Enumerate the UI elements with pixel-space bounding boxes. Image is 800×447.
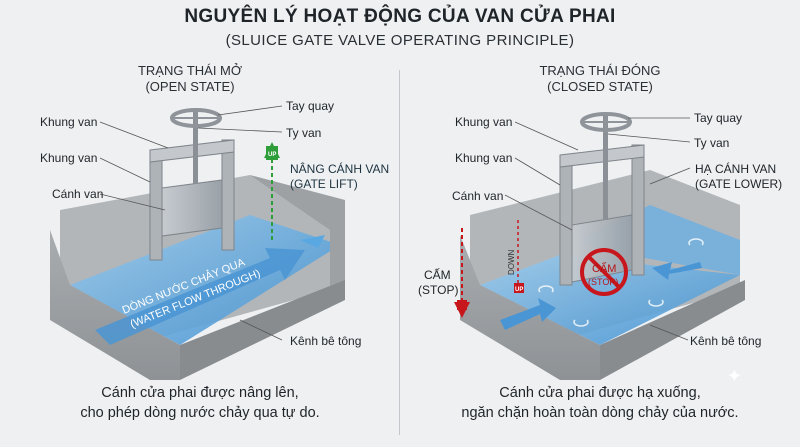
closed-label-stop-vi: CẤM xyxy=(424,268,451,282)
panel-divider xyxy=(399,70,400,435)
open-flow-arrow xyxy=(95,235,325,345)
closed-label-handwheel: Tay quay xyxy=(694,111,743,125)
stop-small-tag xyxy=(457,300,467,310)
down-small-tag xyxy=(514,283,524,293)
closed-state-heading: TRẠNG THÁI ĐÓNG (CLOSED STATE) xyxy=(515,63,685,95)
stop-sign xyxy=(580,248,628,296)
closed-flow-arrow-right xyxy=(652,262,702,280)
closed-caption-line1: Cánh cửa phai được hạ xuống, xyxy=(499,385,701,401)
open-leader-lines xyxy=(99,105,283,341)
lift-up-tag xyxy=(266,146,278,160)
closed-label-channel: Kênh bê tông xyxy=(690,334,762,348)
closed-label-frame-mid: Khung van xyxy=(455,151,513,165)
open-heading-vi: TRẠNG THÁI MỞ xyxy=(137,63,243,78)
open-heading-en: (OPEN STATE) xyxy=(145,79,235,94)
closed-flow-arrow-left xyxy=(500,298,556,330)
closed-label-lower-vi: HẠ CÁNH VAN xyxy=(695,162,777,176)
open-label-gate: Cánh van xyxy=(52,187,104,201)
open-label-handwheel: Tay quay xyxy=(286,99,335,113)
closed-label-gate: Cánh van xyxy=(452,189,504,203)
page-title: NGUYÊN LÝ HOẠT ĐỘNG CỦA VAN CỬA PHAI xyxy=(184,6,616,27)
open-label-frame-mid: Khung van xyxy=(40,151,98,165)
open-label-lift-en: (GATE LIFT) xyxy=(290,177,358,191)
open-label-channel: Kênh bê tông xyxy=(290,334,362,348)
open-gate-frame xyxy=(149,108,235,261)
closed-label-lower-en: (GATE LOWER) xyxy=(695,177,783,191)
closed-label-frame-top: Khung van xyxy=(455,115,513,129)
stop-sign-text-en: (STOP) xyxy=(588,277,618,287)
open-caption: Cánh cửa phai được nâng lên, cho phép dò… xyxy=(10,383,390,423)
open-label-frame-top: Khung van xyxy=(40,115,98,129)
closed-label-stem: Ty van xyxy=(694,136,730,150)
lift-up-tag-text: UP xyxy=(268,152,276,158)
down-small-tag-text: UP xyxy=(515,287,523,293)
closed-heading-vi: TRẠNG THÁI ĐÓNG xyxy=(539,63,661,78)
down-tag-text: DOWN xyxy=(507,249,516,275)
open-caption-line2: cho phép dòng nước chảy qua tự do. xyxy=(80,405,320,421)
closed-gate-frame xyxy=(559,112,645,286)
closed-heading-en: (CLOSED STATE) xyxy=(547,79,653,94)
water-swirls xyxy=(538,238,704,327)
sparkle-icon: ✦ xyxy=(726,366,742,386)
closed-leader-lines xyxy=(504,117,691,341)
page-subtitle: (SLUICE GATE VALVE OPERATING PRINCIPLE) xyxy=(225,32,575,49)
open-channel xyxy=(50,175,345,380)
closed-caption-line2: ngăn chặn hoàn toàn dòng chảy của nước. xyxy=(461,405,739,421)
open-label-lift-vi: NÂNG CÁNH VAN xyxy=(290,162,390,176)
closed-caption: Cánh cửa phai được hạ xuống, ngăn chặn h… xyxy=(410,383,790,423)
closed-label-stop-en: (STOP) xyxy=(418,283,459,297)
open-label-stem: Ty van xyxy=(286,126,322,140)
stop-sign-text-vi: CẤM xyxy=(592,262,616,275)
open-state-heading: TRẠNG THÁI MỞ (OPEN STATE) xyxy=(110,63,270,95)
open-caption-line1: Cánh cửa phai được nâng lên, xyxy=(101,385,299,401)
